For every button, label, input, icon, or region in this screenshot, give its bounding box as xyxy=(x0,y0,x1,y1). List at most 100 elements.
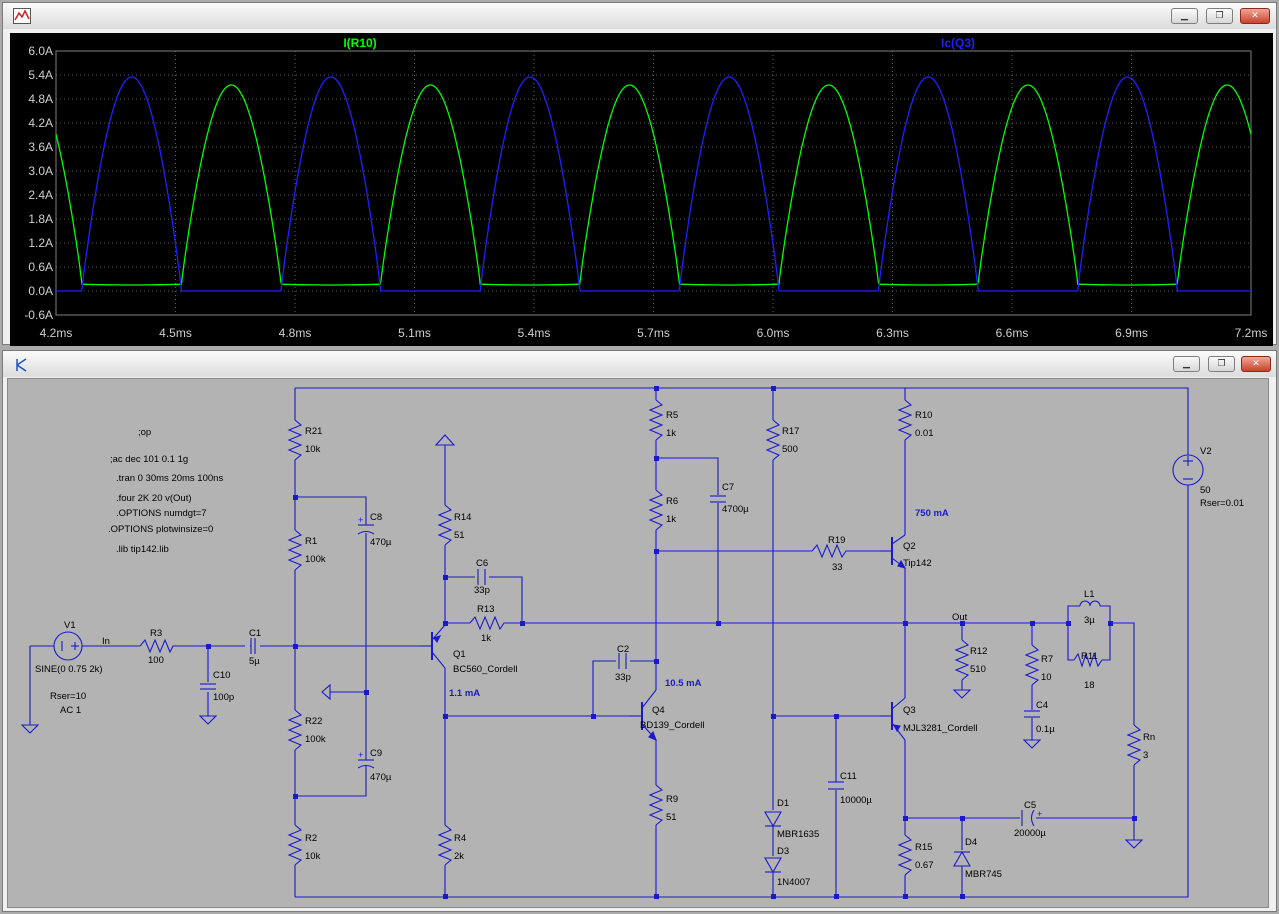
svg-text:BD139_Cordell: BD139_Cordell xyxy=(640,720,704,731)
svg-text:C7: C7 xyxy=(722,482,734,493)
directive-plotwinsize: .OPTIONS plotwinsize=0 xyxy=(108,524,213,535)
x-tick-label: 6.9ms xyxy=(1115,326,1148,340)
series-line-i-r10[interactable] xyxy=(55,84,1252,286)
svg-text:L1: L1 xyxy=(1084,589,1095,600)
svg-text:R6: R6 xyxy=(666,496,678,507)
x-tick-label: 5.1ms xyxy=(398,326,431,340)
svg-text:33: 33 xyxy=(832,562,843,573)
y-tick-label: 4.2A xyxy=(28,116,53,130)
y-tick-label: 1.2A xyxy=(28,236,53,250)
schematic-window-titlebar[interactable]: ▁ ❐ ✕ xyxy=(3,351,1276,377)
resistor-rn xyxy=(1126,724,1142,766)
svg-text:Tip142: Tip142 xyxy=(903,558,932,569)
svg-text:R13: R13 xyxy=(477,604,494,615)
directive-lib: .lib tip142.lib xyxy=(116,544,169,555)
svg-text:R12: R12 xyxy=(970,646,987,657)
transistors xyxy=(420,534,907,742)
y-tick-label: 2.4A xyxy=(28,188,53,202)
svg-text:C9: C9 xyxy=(370,748,382,759)
svg-text:MBR745: MBR745 xyxy=(965,869,1002,880)
svg-text:Rser=10: Rser=10 xyxy=(50,691,86,702)
svg-text:0.01: 0.01 xyxy=(915,428,934,439)
svg-text:750 mA: 750 mA xyxy=(915,508,949,519)
svg-text:D3: D3 xyxy=(777,846,789,857)
x-tick-label: 4.2ms xyxy=(40,326,73,340)
resistor-r11 xyxy=(1073,652,1104,668)
diodes xyxy=(764,811,971,874)
svg-text:R3: R3 xyxy=(150,628,162,639)
resistor-r7 xyxy=(1024,644,1040,686)
svg-text:0.1µ: 0.1µ xyxy=(1036,724,1055,735)
svg-text:1k: 1k xyxy=(666,514,676,525)
svg-text:C11: C11 xyxy=(840,771,857,782)
junctions xyxy=(206,386,1137,899)
close-button[interactable]: ✕ xyxy=(1241,356,1271,372)
schematic-labels: ;op ;ac dec 101 0.1 1g .tran 0 30ms 20ms… xyxy=(35,410,1244,888)
svg-text:R22: R22 xyxy=(305,716,322,727)
svg-text:3µ: 3µ xyxy=(1084,615,1095,626)
svg-text:+: + xyxy=(358,750,363,760)
svg-text:Q2: Q2 xyxy=(903,541,916,552)
legend-entry[interactable]: Ic(Q3) xyxy=(941,36,975,50)
resistor-r6 xyxy=(648,489,664,531)
schematic-canvas[interactable]: + + + xyxy=(7,378,1269,908)
svg-text:510: 510 xyxy=(970,664,986,675)
svg-text:470µ: 470µ xyxy=(370,537,392,548)
svg-text:10k: 10k xyxy=(305,851,321,862)
schematic-drawing[interactable]: + + + xyxy=(7,378,1269,908)
series-line-ic-q3[interactable] xyxy=(56,76,1251,292)
svg-text:R9: R9 xyxy=(666,794,678,805)
resistor-r14 xyxy=(437,504,453,546)
svg-text:Q4: Q4 xyxy=(652,705,665,716)
svg-text:SINE(0 0.75 2k): SINE(0 0.75 2k) xyxy=(35,664,103,675)
svg-text:+: + xyxy=(1037,809,1042,819)
svg-text:C5: C5 xyxy=(1024,800,1036,811)
svg-text:D4: D4 xyxy=(965,837,977,848)
restore-button[interactable]: ❐ xyxy=(1208,356,1235,372)
directive-op: ;op xyxy=(138,427,151,438)
y-tick-label: 3.0A xyxy=(28,164,53,178)
svg-text:R4: R4 xyxy=(454,833,466,844)
svg-text:10k: 10k xyxy=(305,444,321,455)
minimize-button[interactable]: ▁ xyxy=(1171,8,1198,24)
svg-text:18: 18 xyxy=(1084,680,1095,691)
x-tick-label: 6.3ms xyxy=(876,326,909,340)
resistor-r19 xyxy=(811,543,848,559)
sources xyxy=(53,454,1204,661)
svg-text:500: 500 xyxy=(782,444,798,455)
resistors xyxy=(139,399,1142,876)
svg-text:BC560_Cordell: BC560_Cordell xyxy=(453,664,517,675)
svg-text:R5: R5 xyxy=(666,410,678,421)
svg-text:10000µ: 10000µ xyxy=(840,795,872,806)
svg-text:1k: 1k xyxy=(481,633,491,644)
net-label-out: Out xyxy=(952,612,968,623)
svg-text:C8: C8 xyxy=(370,512,382,523)
svg-text:MJL3281_Cordell: MJL3281_Cordell xyxy=(903,723,977,734)
svg-text:V2: V2 xyxy=(1200,446,1212,457)
svg-text:V1: V1 xyxy=(64,620,76,631)
grounds xyxy=(20,434,1144,849)
y-tick-label: 4.8A xyxy=(28,92,53,106)
resistor-r13 xyxy=(469,615,506,631)
svg-text:R7: R7 xyxy=(1041,654,1053,665)
directive-tran: .tran 0 30ms 20ms 100ns xyxy=(116,473,223,484)
y-tick-label: 0.6A xyxy=(28,260,53,274)
svg-text:100p: 100p xyxy=(213,692,234,703)
capacitors: + + + xyxy=(200,495,1042,827)
restore-button[interactable]: ❐ xyxy=(1206,8,1233,24)
close-button[interactable]: ✕ xyxy=(1240,8,1270,24)
minimize-button[interactable]: ▁ xyxy=(1173,356,1200,372)
y-tick-label: 3.6A xyxy=(28,140,53,154)
svg-text:33p: 33p xyxy=(474,585,490,596)
x-tick-label: 6.0ms xyxy=(757,326,790,340)
waveform-window-titlebar[interactable]: ▁ ❐ ✕ xyxy=(3,3,1276,29)
svg-text:+: + xyxy=(358,515,363,525)
legend-entry[interactable]: I(R10) xyxy=(343,36,376,50)
resistor-r10 xyxy=(897,399,913,441)
svg-text:R21: R21 xyxy=(305,426,322,437)
y-tick-label: 0.0A xyxy=(28,284,53,298)
directive-ac: ;ac dec 101 0.1 1g xyxy=(110,454,188,465)
